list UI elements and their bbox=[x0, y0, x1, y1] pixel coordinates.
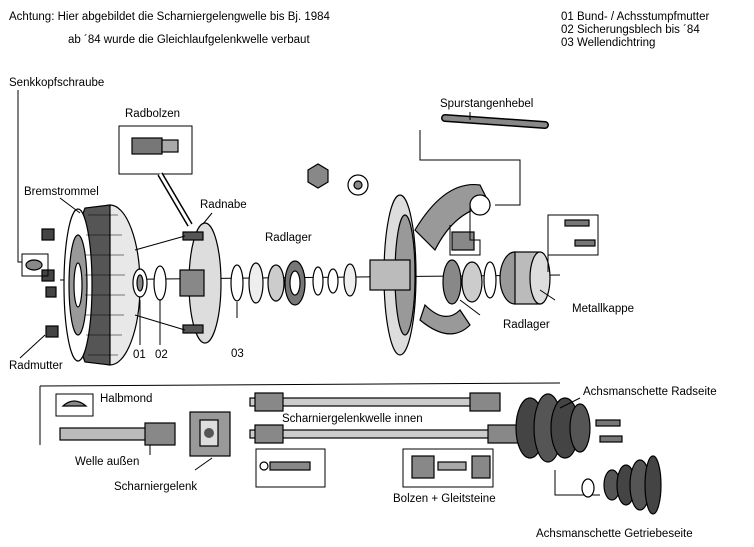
legend-item-03: 03 Wellendichtring bbox=[561, 37, 656, 49]
axle-nut-and-lock-plate-illustration bbox=[132, 265, 167, 301]
steering-knuckle-illustration bbox=[369, 183, 491, 356]
pins-and-sliding-blocks-illustration bbox=[402, 448, 494, 488]
label-scharniergelenkwelle-innen: Scharniergelenkwelle innen bbox=[282, 413, 423, 425]
bottom-frame-top bbox=[39, 382, 561, 387]
metal-cap-illustration bbox=[499, 251, 551, 305]
outer-bearing-illustration bbox=[442, 259, 497, 305]
leader-lines-top bbox=[17, 90, 556, 359]
inner-hinge-shaft-illustration bbox=[249, 392, 521, 444]
countersunk-screw-illustration bbox=[21, 253, 49, 277]
outer-shaft-illustration bbox=[59, 422, 176, 455]
label-bolzen-gleitsteine: Bolzen + Gleitsteine bbox=[393, 493, 496, 505]
label-radbolzen: Radbolzen bbox=[125, 108, 180, 120]
label-halbmond: Halbmond bbox=[100, 393, 153, 405]
label-03: 03 bbox=[231, 348, 244, 360]
wheel-nut-illustrations bbox=[41, 228, 59, 338]
cap-screw-illustration bbox=[547, 214, 599, 272]
tie-rod-nut-illustration bbox=[307, 163, 369, 196]
label-senkkopfschraube: Senkkopfschraube bbox=[9, 77, 105, 89]
label-radlager-right: Radlager bbox=[503, 319, 550, 331]
label-radnabe: Radnabe bbox=[200, 199, 247, 211]
label-scharniergelenk: Scharniergelenk bbox=[114, 481, 198, 493]
label-radlager-top: Radlager bbox=[265, 232, 312, 244]
label-radmutter: Radmutter bbox=[9, 360, 63, 372]
brake-drum-illustration bbox=[63, 204, 141, 366]
joint-pin-illustration bbox=[255, 448, 326, 488]
label-achsmanschette-radseite: Achsmanschette Radseite bbox=[583, 386, 717, 398]
warning-note-line2: ab ´84 wurde die Gleichlaufgelenkwelle v… bbox=[68, 34, 310, 46]
label-achsmanschette-getriebeseite: Achsmanschette Getriebeseite bbox=[536, 528, 693, 540]
label-bremstrommel: Bremstrommel bbox=[24, 186, 99, 198]
label-spurstangenhebel: Spurstangenhebel bbox=[440, 98, 534, 110]
label-02: 02 bbox=[155, 349, 168, 361]
hinge-joint-illustration bbox=[189, 411, 231, 471]
tie-rod-lever-illustration bbox=[419, 114, 549, 256]
gearbox-side-axle-boot-illustration bbox=[554, 455, 662, 515]
label-metallkappe: Metallkappe bbox=[572, 303, 635, 315]
label-01: 01 bbox=[133, 349, 146, 361]
legend-item-01: 01 Bund- / Achsstumpfmutter bbox=[561, 11, 710, 23]
wheel-side-axle-boot-illustration bbox=[515, 393, 623, 463]
wheel-bolt-illustration bbox=[118, 125, 193, 227]
warning-note-line1: Achtung: Hier abgebildet die Scharnierge… bbox=[9, 11, 330, 23]
half-moon-key-illustration bbox=[55, 393, 94, 417]
wheel-hub-illustration bbox=[134, 222, 222, 344]
label-welle-aussen: Welle außen bbox=[75, 456, 140, 468]
legend-item-02: 02 Sicherungsblech bis ´84 bbox=[561, 24, 700, 36]
wheel-bearing-set-illustration bbox=[230, 260, 357, 306]
